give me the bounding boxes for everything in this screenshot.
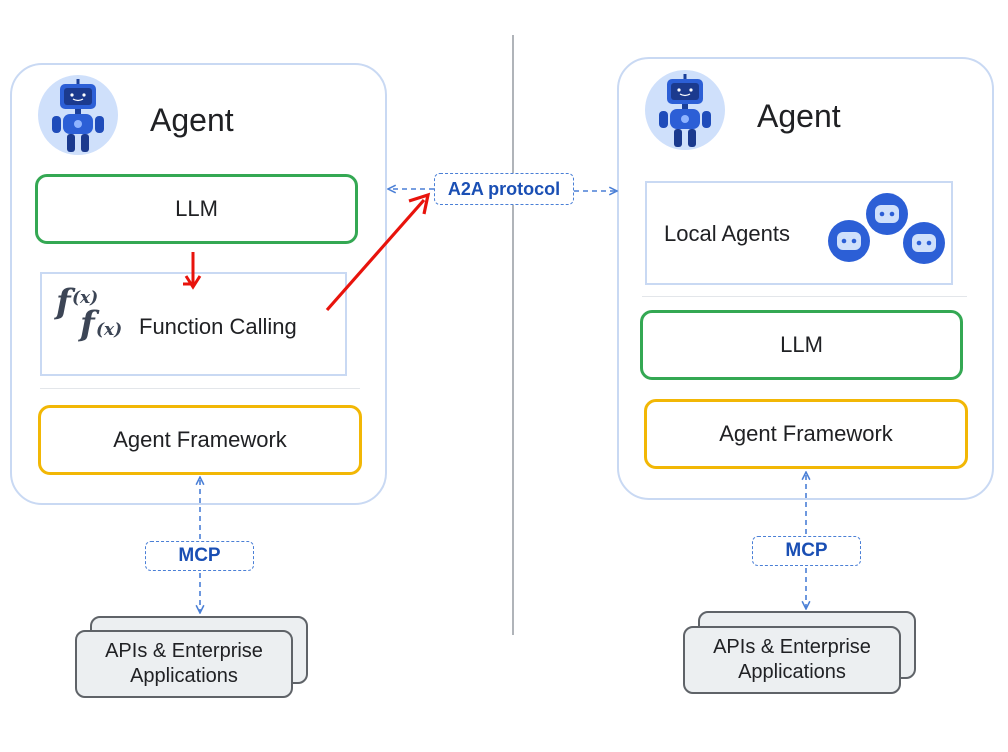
left-llm-box: LLM [35, 174, 358, 244]
right-api-line1: APIs & Enterprise [713, 636, 871, 658]
right-llm-label: LLM [780, 332, 823, 357]
function-calling-label: Function Calling [139, 314, 297, 339]
left-robot-icon [38, 75, 118, 155]
left-api-card: APIs & Enterprise Applications [75, 630, 293, 698]
mini-robot-icon [866, 193, 908, 235]
left-framework-label: Agent Framework [113, 427, 287, 452]
right-robot-icon [645, 70, 725, 150]
right-mcp-label: MCP [752, 536, 861, 566]
right-api-line2: Applications [738, 661, 846, 683]
center-divider [512, 35, 514, 635]
left-agent-divider [40, 388, 360, 389]
left-agent-title: Agent [150, 102, 234, 138]
mini-robot-icon [903, 222, 945, 264]
right-framework-label: Agent Framework [719, 421, 893, 446]
red-arrow-function-to-a2a [325, 198, 426, 312]
left-llm-label: LLM [175, 196, 218, 221]
left-function-calling-box [40, 272, 347, 376]
local-agents-label: Local Agents [664, 221, 790, 246]
left-api-line1: APIs & Enterprise [105, 640, 263, 662]
mini-robot-icon [828, 220, 870, 262]
left-api-line2: Applications [130, 665, 238, 687]
right-agent-title: Agent [757, 98, 841, 134]
right-api-card: APIs & Enterprise Applications [683, 626, 901, 694]
left-agent-framework-box: Agent Framework [38, 405, 362, 475]
right-agent-framework-box: Agent Framework [644, 399, 968, 469]
red-arrow-llm-to-function [183, 252, 195, 286]
local-agents-box [645, 181, 953, 285]
a2a-protocol-label: A2A protocol [434, 173, 574, 205]
right-agent-divider [642, 296, 967, 297]
left-mcp-label: MCP [145, 541, 254, 571]
function-fx-icon: f (x) f (x) [56, 282, 123, 344]
right-llm-box: LLM [640, 310, 963, 380]
